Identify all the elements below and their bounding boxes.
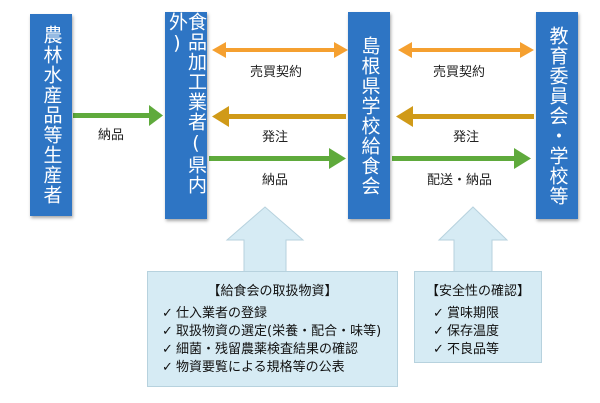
list-item: ✓細菌・残留農薬検査結果の確認 <box>162 342 359 357</box>
node-producer: 農林水産品等生産者 <box>30 14 72 216</box>
label-trade-school: 売買契約 <box>433 65 486 80</box>
label-order-processor: 発注 <box>262 130 289 145</box>
arrow-deliver-processor-to-association <box>209 148 346 169</box>
list-item: ✓仕入業者の登録 <box>162 306 268 321</box>
check-icon: ✓ <box>433 306 444 321</box>
node-school: 教育委員会・学校等 <box>536 12 578 219</box>
callout-safety-check: 【安全性の確認】 ✓賞味期限 ✓保存温度 ✓不良品等 <box>414 271 542 363</box>
up-arrow-processor-callout <box>225 206 305 273</box>
check-icon: ✓ <box>162 360 173 375</box>
check-icon: ✓ <box>162 324 173 339</box>
arrow-delivery-association-to-school <box>392 148 531 169</box>
node-association: 島根県学校給食会 <box>348 12 390 219</box>
check-icon: ✓ <box>162 306 173 321</box>
node-producer-label: 農林水産品等生産者 <box>40 25 63 205</box>
label-delivery-school: 配送・納品 <box>427 173 493 188</box>
callout-association-list: ✓仕入業者の登録 ✓取扱物資の選定(栄養・配合・味等) ✓細菌・残留農薬検査結果… <box>148 305 397 377</box>
label-deliver-producer: 納品 <box>98 128 125 143</box>
arrow-order-association-to-processor <box>212 106 346 127</box>
node-processor: 食品加工業者(県内外) <box>165 12 207 219</box>
label-order-school: 発注 <box>453 130 480 145</box>
check-icon: ✓ <box>162 342 173 357</box>
label-deliver-processor: 納品 <box>262 173 289 188</box>
up-arrow-association-callout <box>437 206 509 273</box>
list-item: ✓取扱物資の選定(栄養・配合・味等) <box>162 324 382 339</box>
arrow-order-school-to-association <box>396 106 534 127</box>
label-trade-processor: 売買契約 <box>250 65 303 80</box>
list-item: ✓不良品等 <box>433 342 500 357</box>
callout-safety-list: ✓賞味期限 ✓保存温度 ✓不良品等 <box>415 305 541 359</box>
check-icon: ✓ <box>433 324 444 339</box>
arrow-trade-association-school <box>398 42 534 58</box>
node-processor-label: 食品加工業者(県内外) <box>166 12 207 195</box>
node-association-label: 島根県学校給食会 <box>358 35 381 196</box>
list-item: ✓物資要覧による規格等の公表 <box>162 360 345 375</box>
callout-association-handling: 【給食会の取扱物資】 ✓仕入業者の登録 ✓取扱物資の選定(栄養・配合・味等) ✓… <box>147 271 398 387</box>
arrow-trade-processor-association <box>212 42 348 58</box>
arrow-producer-to-processor <box>73 105 163 126</box>
check-icon: ✓ <box>433 342 444 357</box>
callout-association-title: 【給食会の取扱物資】 <box>207 284 338 299</box>
callout-safety-title: 【安全性の確認】 <box>425 284 530 299</box>
node-school-label: 教育委員会・学校等 <box>546 25 569 206</box>
list-item: ✓賞味期限 <box>433 306 500 321</box>
list-item: ✓保存温度 <box>433 324 500 339</box>
